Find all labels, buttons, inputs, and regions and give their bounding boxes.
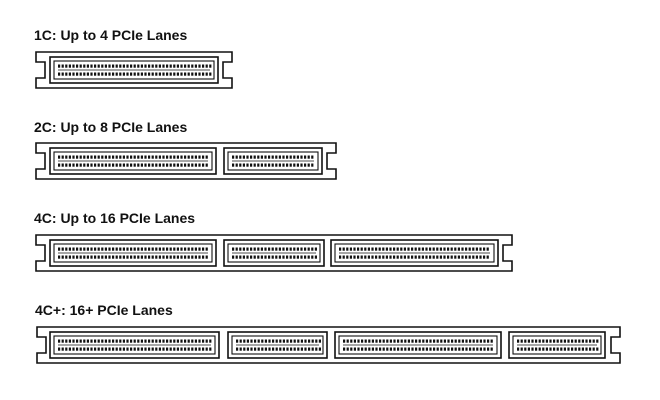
connector-1c-outline	[35, 51, 233, 89]
connector-4c-plus-segment-4	[508, 331, 606, 359]
connector-2c-outline	[35, 142, 337, 180]
connector-4c-plus-outline	[36, 326, 621, 364]
connector-2c-segment-1	[49, 147, 217, 175]
connector-1c-diagram	[35, 51, 233, 89]
connector-4c-segment-1	[49, 239, 217, 267]
connector-4c-plus-segment-2	[227, 331, 328, 359]
connector-4c-segment-3	[330, 239, 499, 267]
connector-1c-segment-1	[49, 56, 219, 84]
connector-4c-plus-label: 4C+: 16+ PCIe Lanes	[35, 302, 173, 318]
connector-2c-segment-2	[223, 147, 323, 175]
connector-4c-outline	[35, 234, 513, 272]
connector-4c-diagram	[35, 234, 513, 272]
connector-2c-diagram	[35, 142, 337, 180]
connector-1c-label: 1C: Up to 4 PCIe Lanes	[34, 27, 188, 43]
connector-4c-label: 4C: Up to 16 PCIe Lanes	[34, 210, 196, 226]
connector-2c-label: 2C: Up to 8 PCIe Lanes	[34, 119, 188, 135]
connector-4c-plus-diagram	[36, 326, 621, 364]
connector-4c-plus-segment-1	[49, 331, 220, 359]
connector-4c-segment-2	[223, 239, 325, 267]
connector-4c-plus-segment-3	[334, 331, 502, 359]
